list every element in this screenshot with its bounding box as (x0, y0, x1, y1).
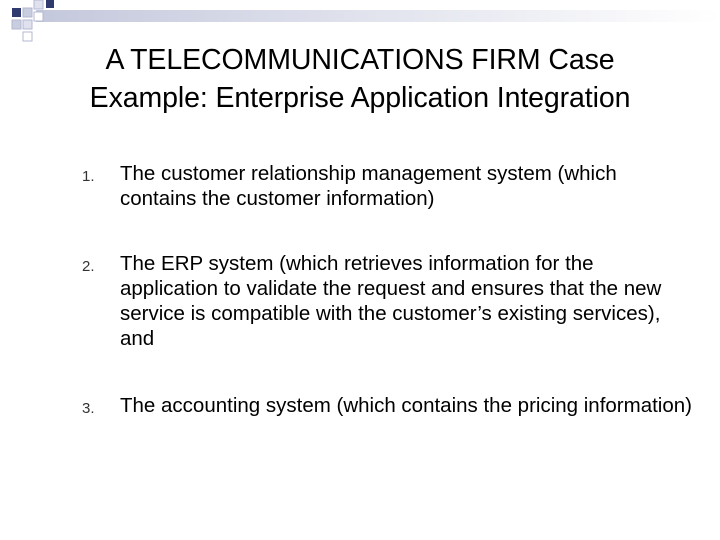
header-gradient-bar (36, 10, 720, 22)
deco-square-light-1 (22, 7, 33, 18)
corner-decoration (11, 0, 720, 42)
deco-square-light-2 (33, 0, 44, 10)
title-line-2: Example: Enterprise Application Integrat… (89, 82, 631, 114)
list-item-text: The accounting system (which contains th… (120, 394, 692, 417)
deco-square-light-3 (11, 19, 22, 30)
list-item-text: The customer relationship management sys… (120, 162, 617, 210)
title-line-1: A TELECOMMUNICATIONS FIRM Case (105, 44, 615, 76)
deco-square-dark-2 (46, 0, 54, 8)
list-item-number: 1. (82, 168, 95, 185)
list-item-number: 3. (82, 400, 95, 417)
deco-square-light-5 (33, 11, 44, 22)
deco-square-light-4 (22, 19, 33, 30)
numbered-list: 1. The customer relationship management … (82, 161, 692, 418)
deco-square-light-6 (22, 31, 33, 42)
list-item: 3. The accounting system (which contains… (82, 393, 692, 418)
list-item: 2. The ERP system (which retrieves infor… (82, 251, 692, 393)
list-item-number: 2. (82, 258, 95, 275)
deco-square-dark-1 (12, 8, 21, 17)
slide-title: A TELECOMMUNICATIONS FIRM Case Example: … (0, 41, 720, 117)
list-item-text: The ERP system (which retrieves informat… (120, 252, 662, 350)
list-item: 1. The customer relationship management … (82, 161, 692, 251)
